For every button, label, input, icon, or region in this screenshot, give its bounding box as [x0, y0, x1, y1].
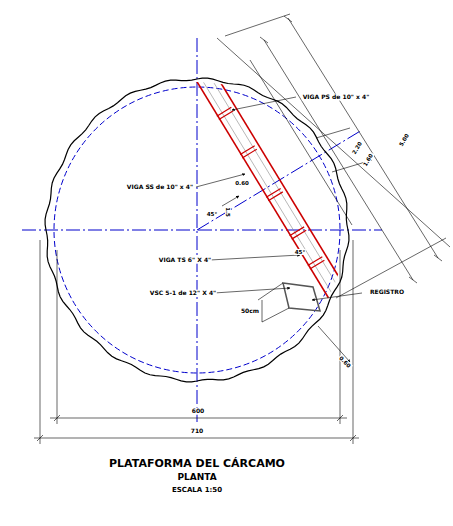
- dimension-lines: [34, 240, 359, 444]
- title-line: PLANTA: [177, 473, 216, 483]
- drawing-label: VIGA PS de 10" x 4": [302, 94, 371, 101]
- cross-beams: [217, 107, 325, 269]
- drawing-label: 2.20: [350, 140, 363, 157]
- access-hatch: [283, 283, 320, 311]
- drawing-label: 5.00: [397, 132, 410, 149]
- drawing-label: 0.60: [234, 180, 250, 186]
- drawing-label: 45°: [206, 211, 218, 217]
- drawing-label: 50cm: [240, 308, 260, 315]
- dimension-lines: [217, 14, 450, 298]
- drawing-label: 45°: [294, 249, 306, 255]
- drawing-title: PLATAFORMA DEL CÁRCAMO: [109, 458, 285, 470]
- drawing-label: VIGA TS 6" X 4": [158, 257, 212, 264]
- drawing-label: VSC 5-1 de 12" X 4": [149, 290, 217, 297]
- drawing-label: 710: [190, 428, 205, 435]
- drawing-label: 600: [191, 408, 206, 415]
- title-line: ESCALA 1:50: [172, 487, 222, 495]
- drawing-label: VIGA SS de 10" x 4": [126, 184, 194, 191]
- drawing-label: 1.5: [225, 206, 231, 218]
- drawing-label: 1.60: [361, 152, 374, 169]
- centerline: [22, 230, 382, 231]
- drawing-label: REGISTRO: [369, 289, 405, 296]
- inner-wall: [54, 87, 340, 373]
